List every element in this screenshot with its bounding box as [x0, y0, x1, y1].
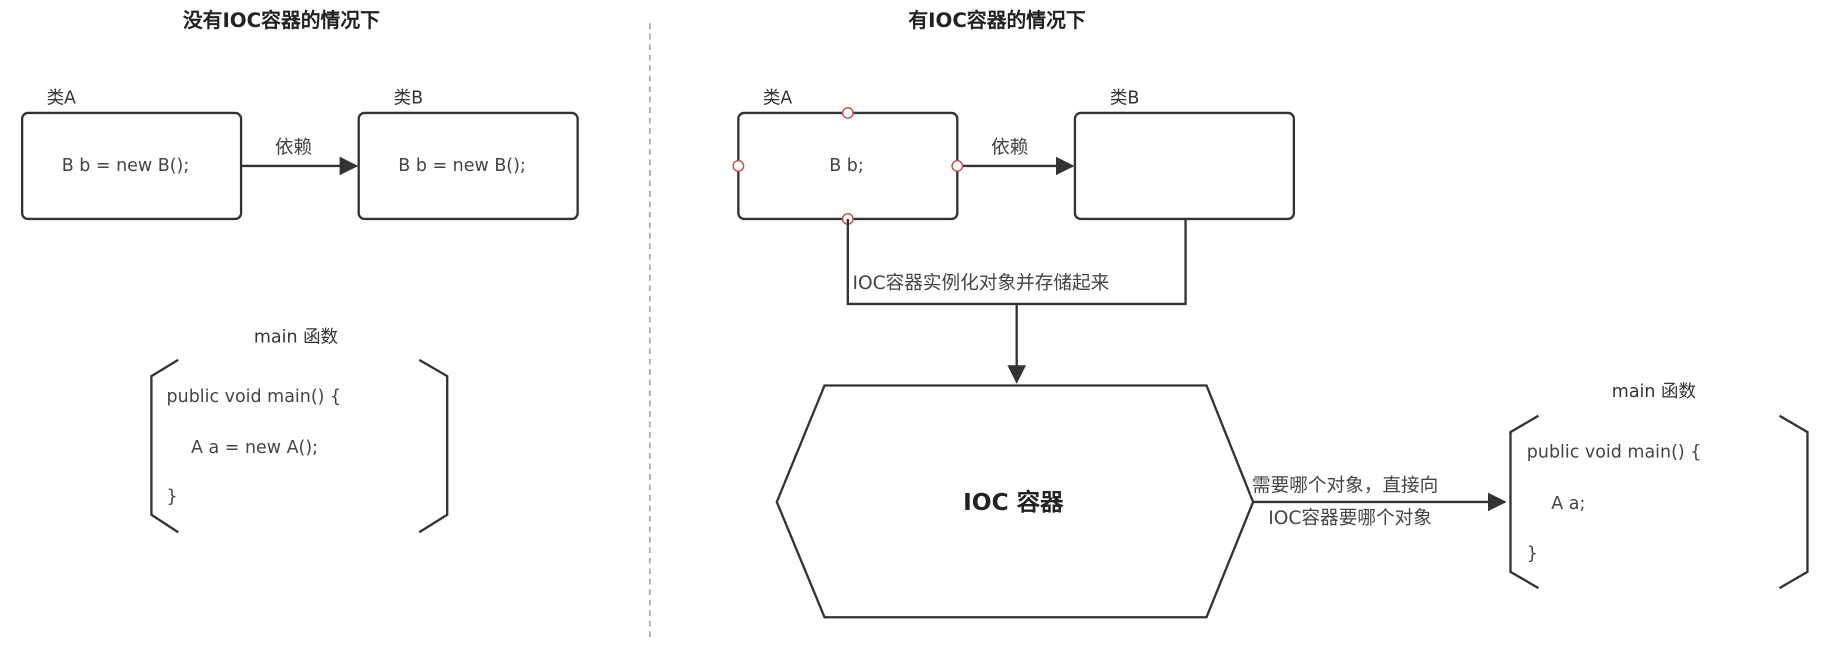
right-class-a-code: B b; — [829, 154, 864, 176]
right-main-right-bracket — [1778, 414, 1809, 590]
right-main-line-2: A a; — [1551, 492, 1586, 514]
left-dependency-label: 依赖 — [273, 136, 314, 159]
left-class-b-box[interactable] — [357, 111, 579, 221]
left-main-label: main 函数 — [253, 326, 339, 348]
instantiate-label: IOC容器实例化对象并存储起来 — [851, 271, 1111, 294]
right-main-line-3: } — [1526, 542, 1538, 564]
right-class-a-label: 类A — [762, 87, 793, 109]
right-main-left-bracket — [1509, 414, 1540, 590]
right-class-b-box[interactable] — [1073, 111, 1296, 221]
right-section-title: 有IOC容器的情况下 — [908, 9, 1086, 33]
left-main-line-1: public void main() { — [166, 385, 342, 407]
right-main-line-1: public void main() { — [1526, 441, 1702, 463]
right-class-b-label: 类B — [1109, 87, 1140, 109]
ioc-container-label: IOC 容器 — [963, 487, 1064, 516]
left-class-a-code: B b = new B(); — [61, 154, 190, 176]
handle-right[interactable] — [951, 160, 964, 172]
right-dependency-label: 依赖 — [989, 136, 1030, 159]
handle-left[interactable] — [732, 160, 745, 172]
ioc-container-shape[interactable] — [775, 384, 1255, 619]
left-class-b-code: B b = new B(); — [398, 154, 526, 176]
left-class-b-label: 类B — [393, 87, 424, 109]
request-label-line-2: IOC容器要哪个对象 — [1267, 506, 1434, 529]
left-main-line-3: } — [166, 485, 178, 507]
handle-top[interactable] — [841, 107, 854, 119]
right-main-label: main 函数 — [1611, 380, 1696, 402]
left-main-line-2: A a = new A(); — [190, 436, 319, 458]
left-class-a-label: 类A — [46, 87, 77, 109]
request-label-line-1: 需要哪个对象，直接向 — [1250, 473, 1440, 497]
left-section-title: 没有IOC容器的情况下 — [182, 9, 380, 33]
left-main-left-bracket — [150, 358, 179, 534]
left-main-right-bracket — [418, 358, 449, 534]
